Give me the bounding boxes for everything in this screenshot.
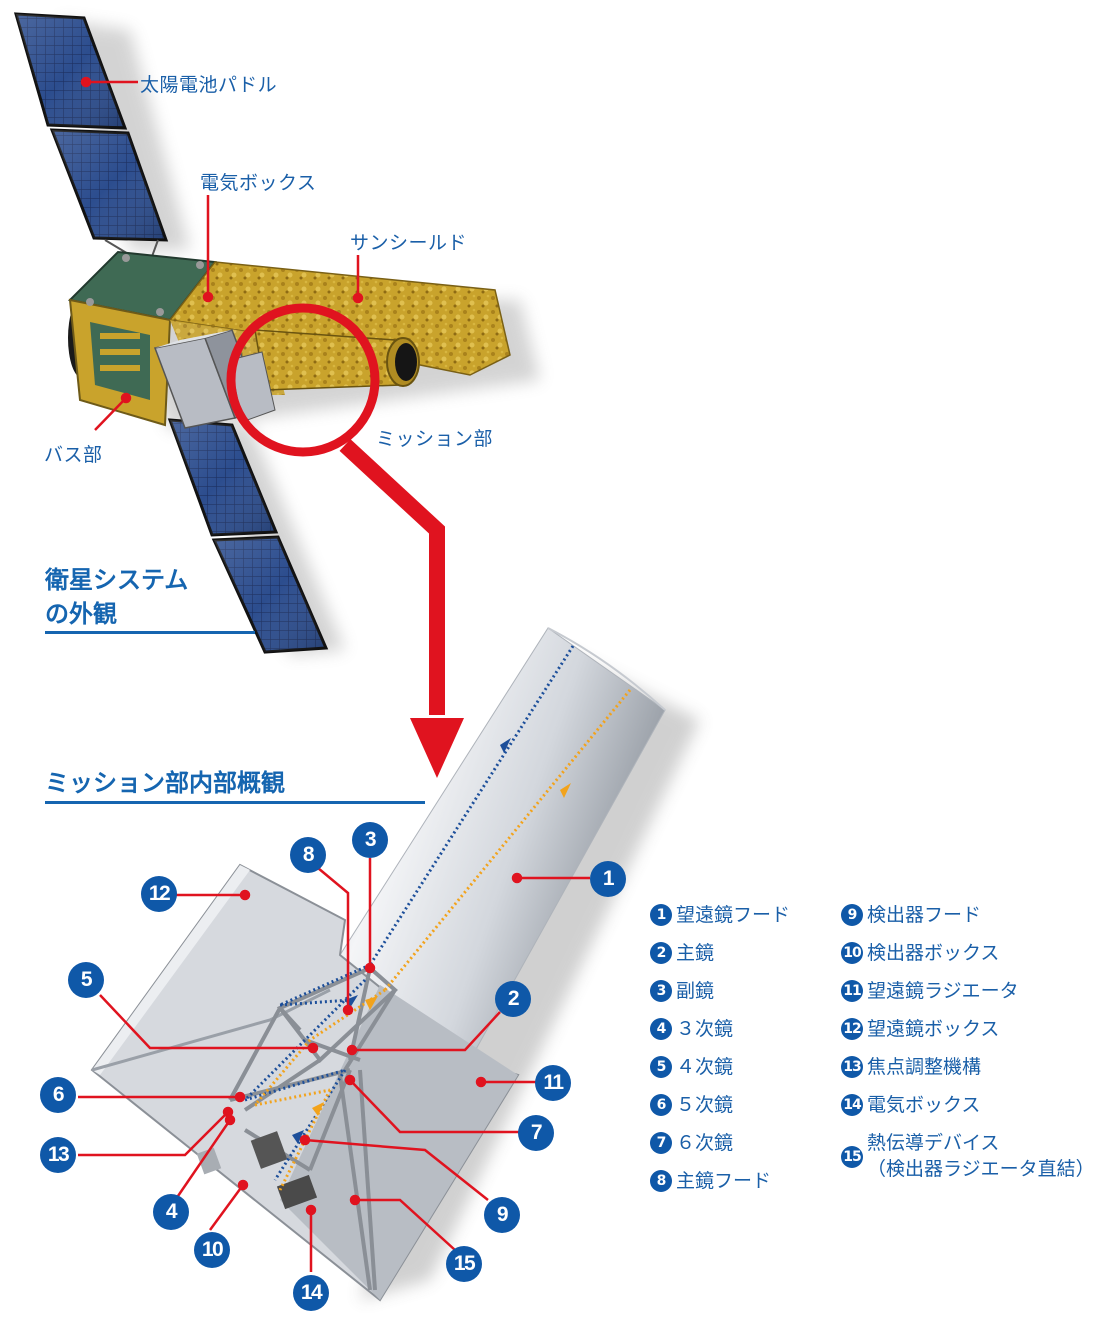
callout-10: 10	[194, 1232, 230, 1268]
legend-num: 14	[841, 1094, 863, 1116]
bus-section	[67, 250, 217, 427]
legend-text: 検出器フード	[867, 904, 982, 926]
legend-num: 2	[650, 942, 672, 964]
legend-text-line2: （検出器ラジエータ直結）	[867, 1158, 1095, 1180]
legend-text: 焦点調整機構	[867, 1056, 982, 1078]
callout-11: 11	[535, 1065, 571, 1101]
legend-text: 望遠鏡ラジエータ	[867, 980, 1019, 1002]
legend-text-line1: 熱伝導デバイス	[867, 1132, 1000, 1154]
legend-text: 主鏡フード	[676, 1170, 772, 1192]
detector-box	[196, 1131, 318, 1210]
legend-text: 電気ボックス	[867, 1094, 981, 1116]
legend-text: ６次鏡	[676, 1132, 734, 1154]
callout-9: 9	[484, 1197, 520, 1233]
legend-num: 6	[650, 1094, 672, 1116]
label-bus: バス部	[44, 444, 103, 466]
legend-num: 12	[841, 1018, 863, 1040]
legend-num: 3	[650, 980, 672, 1002]
callout-6: 6	[40, 1077, 76, 1113]
legend-text: 副鏡	[676, 980, 715, 1002]
callout-7: 7	[518, 1115, 554, 1151]
legend-text: 熱伝導デバイス （検出器ラジエータ直結）	[867, 1130, 1095, 1182]
legend-num: 15	[841, 1146, 863, 1168]
heading-interior: ミッション部内部概観	[45, 769, 285, 797]
magnifier-icon	[226, 303, 464, 778]
legend-text: ５次鏡	[676, 1094, 734, 1116]
legend-num: 7	[650, 1132, 672, 1154]
legend-num: 11	[841, 980, 863, 1002]
heading-interior-rule	[45, 801, 425, 804]
legend-num: 1	[650, 904, 672, 926]
legend-num: 8	[650, 1170, 672, 1192]
callout-12: 12	[141, 876, 177, 912]
legend-text: 望遠鏡ボックス	[867, 1018, 1000, 1040]
heading-exterior-line1: 衛星システム	[45, 566, 189, 594]
label-sun-shield: サンシールド	[350, 232, 468, 254]
exterior-leaders	[80, 76, 364, 431]
legend-text: 望遠鏡フード	[676, 904, 791, 926]
heading-exterior-rule	[45, 631, 255, 634]
legend-text: ４次鏡	[676, 1056, 734, 1078]
callout-8: 8	[290, 837, 326, 873]
heading-exterior-line2: の外観	[45, 600, 117, 628]
callout-15: 15	[446, 1246, 482, 1282]
callout-13: 13	[40, 1137, 76, 1173]
callout-2: 2	[495, 981, 531, 1017]
legend-num: 5	[650, 1056, 672, 1078]
callout-14: 14	[293, 1275, 329, 1311]
heading-exterior: 衛星システム の外観	[45, 563, 188, 631]
legend-num: 10	[841, 942, 863, 964]
callout-5: 5	[68, 962, 104, 998]
light-path-blue	[243, 645, 575, 1181]
callout-4: 4	[153, 1194, 189, 1230]
solar-paddle-lower	[167, 418, 329, 654]
legend-num: 4	[650, 1018, 672, 1040]
solar-paddle-upper	[13, 12, 169, 263]
legend-text: ３次鏡	[676, 1018, 734, 1040]
callout-3: 3	[352, 822, 388, 858]
label-mission: ミッション部	[376, 428, 494, 450]
legend-text: 検出器ボックス	[867, 942, 1000, 964]
label-solar-paddle: 太陽電池パドル	[140, 74, 278, 96]
legend-num: 9	[841, 904, 863, 926]
legend-text: 主鏡	[676, 942, 715, 964]
legend-num: 13	[841, 1056, 863, 1078]
callout-1: 1	[590, 861, 626, 897]
label-electric-box: 電気ボックス	[200, 172, 317, 194]
